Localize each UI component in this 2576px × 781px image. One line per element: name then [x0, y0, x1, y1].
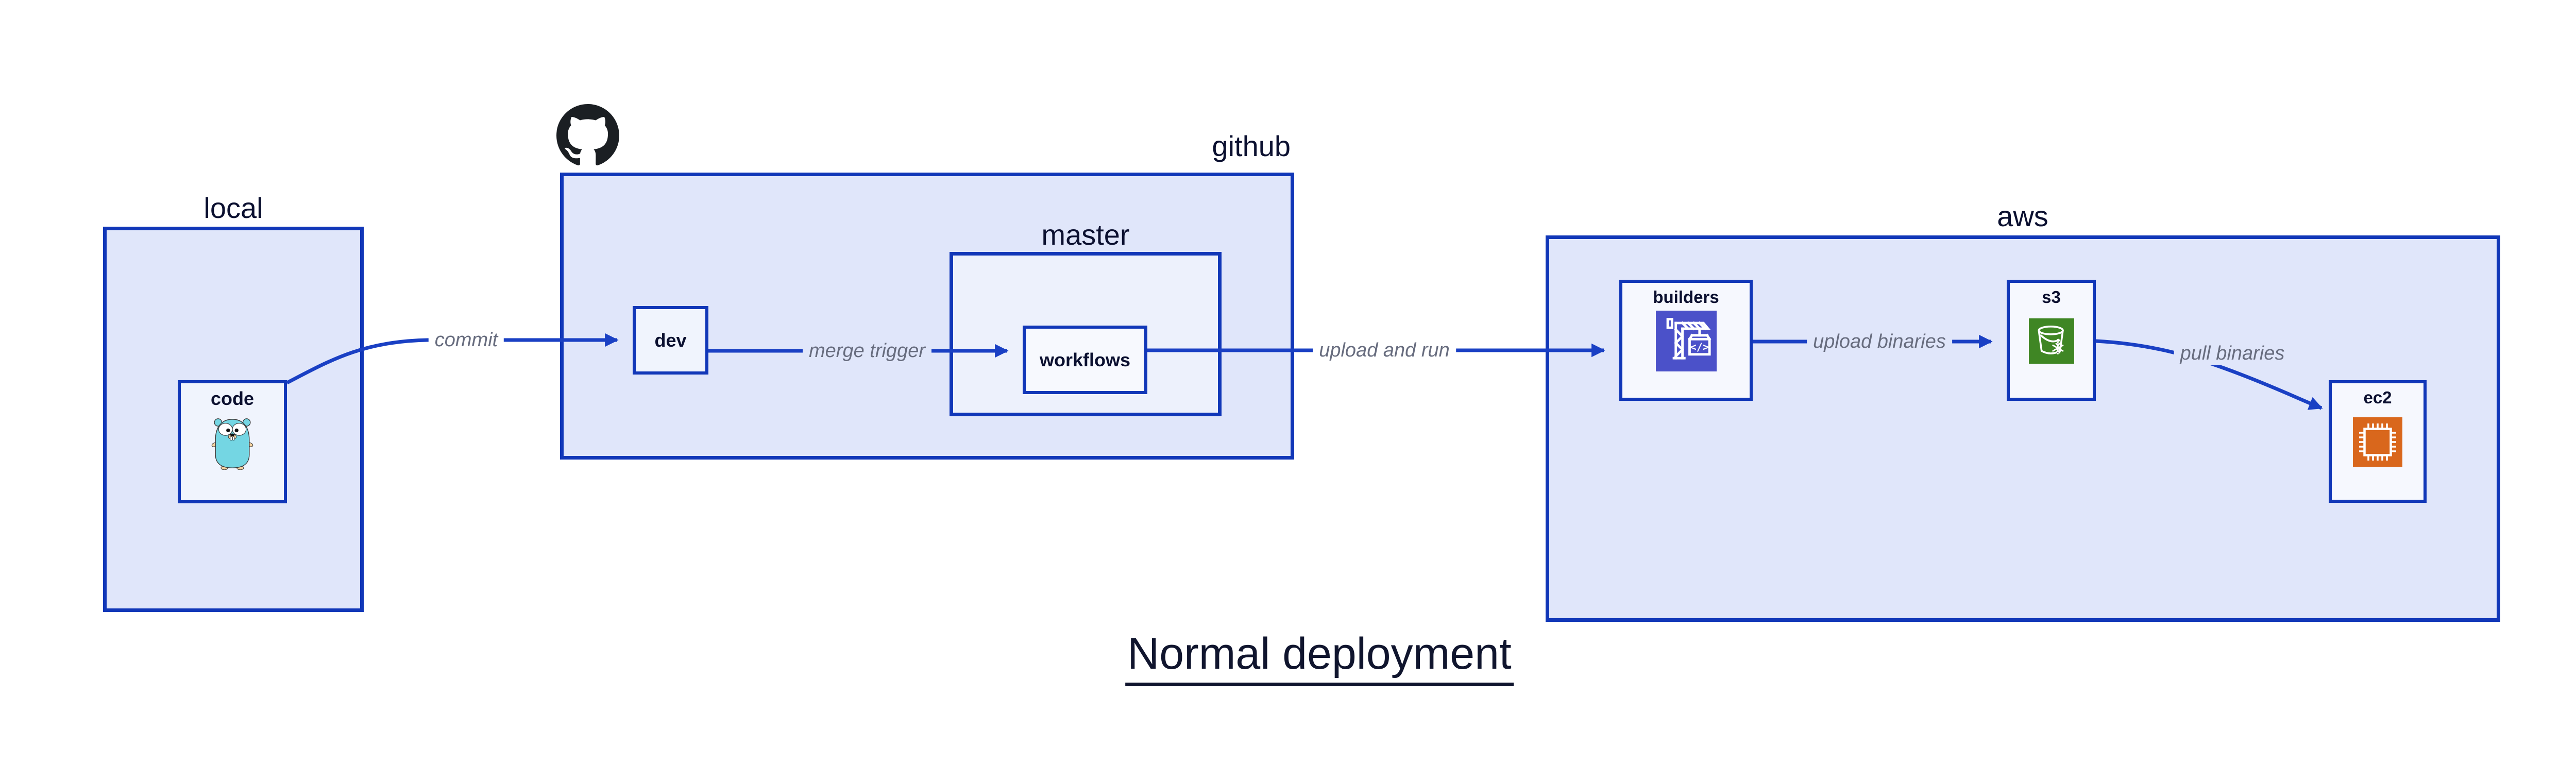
container-label-local: local	[204, 192, 263, 224]
node-label-code: code	[210, 388, 255, 409]
container-label-aws: aws	[1997, 200, 2048, 232]
edge-label-upload-binaries: upload binaries	[1807, 330, 1952, 353]
node-label-ec2: ec2	[2363, 388, 2392, 407]
go-gopher-icon	[211, 418, 253, 470]
node-label-s3: s3	[2042, 287, 2061, 307]
edge-label-upload-and-run: upload and run	[1313, 338, 1456, 362]
node-label-workflows: workflows	[1039, 349, 1131, 370]
node-label-builders: builders	[1653, 287, 1719, 307]
codebuild-crane-icon: </>	[1655, 311, 1717, 371]
edge-label-pull-binaries: pull binaries	[2174, 342, 2291, 365]
ec2-chip-icon	[2353, 417, 2402, 467]
s3-glacier-bucket-icon	[2028, 318, 2074, 364]
edge-label-merge-trigger: merge trigger	[803, 339, 931, 363]
edge-label-commit: commit	[428, 328, 504, 352]
node-s3: s3	[2007, 280, 2096, 401]
node-code: code	[178, 380, 287, 503]
node-dev: dev	[633, 306, 708, 375]
svg-text:</>: </>	[1690, 341, 1709, 353]
container-label-github: github	[1212, 130, 1291, 162]
github-octocat-icon	[556, 104, 619, 165]
node-label-dev: dev	[654, 329, 687, 351]
container-label-master: master	[1041, 218, 1130, 251]
diagram-title: Normal deployment	[1125, 630, 1514, 686]
node-workflows: workflows	[1023, 326, 1147, 394]
node-ec2: ec2	[2329, 380, 2427, 503]
node-builders: builders </>	[1619, 280, 1753, 401]
